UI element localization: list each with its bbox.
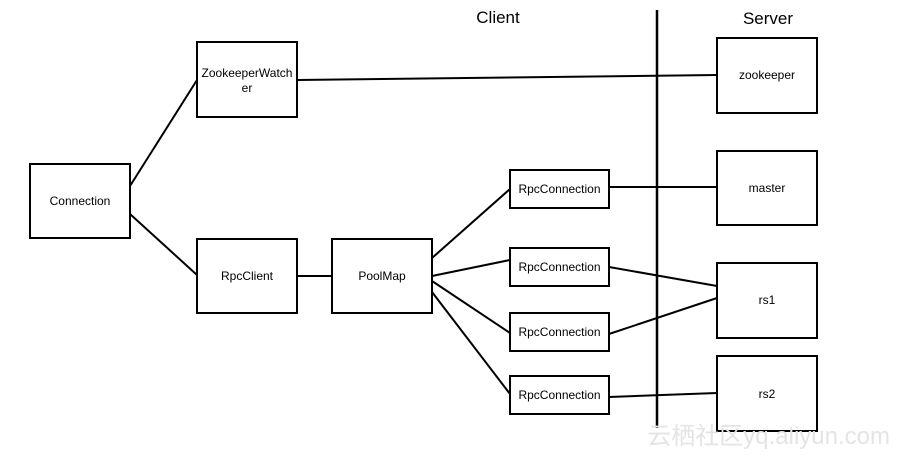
rpc-connection-4-label: RpcConnection [518, 388, 600, 402]
server-section-label: Server [743, 9, 793, 28]
rs2-box [716, 355, 818, 432]
client-section-label: Client [476, 8, 520, 27]
connection-box [29, 163, 131, 239]
rs1-box [716, 262, 818, 339]
master-label: master [749, 181, 786, 195]
node-rpc-connection-2: RpcConnection [509, 247, 610, 287]
rpc-connection-3-label: RpcConnection [518, 325, 600, 339]
zookeeper-watcher-box [196, 41, 298, 118]
node-rpc-client: RpcClient [196, 238, 298, 314]
node-rs2: rs2 [716, 355, 818, 432]
node-rpc-connection-3: RpcConnection [509, 312, 610, 352]
edge-connection-zookeeperwatcher [129, 79, 198, 187]
edge-rpcconnection-3-rs1 [608, 297, 718, 335]
edge-rpcconnection-4-rs2 [608, 392, 718, 398]
edge-poolmap-rpcconnection-1 [431, 188, 511, 259]
node-zookeeper-watcher: ZookeeperWatch er [196, 41, 298, 118]
node-connection: Connection [29, 163, 131, 239]
rpc-connection-4-box [509, 375, 610, 415]
rpc-connection-3-box [509, 312, 610, 352]
zookeeper-box [716, 37, 818, 114]
rpc-connection-2-label: RpcConnection [518, 260, 600, 274]
edge-poolmap-rpcconnection-3 [431, 280, 511, 334]
rpc-client-label: RpcClient [221, 269, 274, 283]
node-rs1: rs1 [716, 262, 818, 339]
edge-connection-rpcclient [129, 213, 198, 276]
node-zookeeper: zookeeper [716, 37, 818, 114]
edge-poolmap-rpcconnection-4 [431, 291, 511, 395]
zookeeper-watcher-label-line1: ZookeeperWatch [202, 66, 293, 80]
rpc-connection-1-box [509, 169, 610, 209]
edge-zookeeperwatcher-zookeeper [296, 74, 718, 81]
edges [129, 74, 718, 398]
node-master: master [716, 150, 818, 226]
zookeeper-label: zookeeper [739, 68, 795, 82]
edge-rpcconnection-2-rs1 [608, 266, 718, 287]
rpc-client-box [196, 238, 298, 314]
rs1-label: rs1 [759, 293, 776, 307]
rs2-label: rs2 [759, 387, 776, 401]
edge-poolmap-rpcconnection-2 [431, 259, 511, 277]
node-pool-map: PoolMap [331, 238, 433, 314]
watermark-text: 云栖社区yq.aliyun.com [647, 423, 890, 450]
pool-map-label: PoolMap [358, 269, 406, 283]
zookeeper-watcher-label-line2: er [242, 81, 253, 95]
node-rpc-connection-1: RpcConnection [509, 169, 610, 209]
pool-map-box [331, 238, 433, 314]
rpc-connection-2-box [509, 247, 610, 287]
rpc-connection-1-label: RpcConnection [518, 182, 600, 196]
connection-label: Connection [50, 194, 111, 208]
node-rpc-connection-4: RpcConnection [509, 375, 610, 415]
master-box [716, 150, 818, 226]
